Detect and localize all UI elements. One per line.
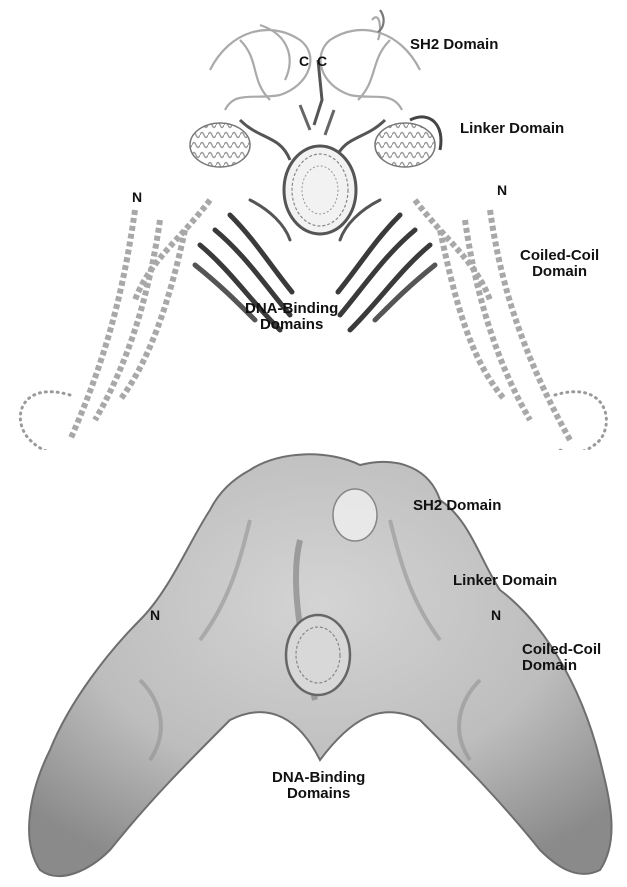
label-c-terminus-left: C xyxy=(299,53,309,69)
label-coiled-coil-bottom-line1: Coiled-Coil xyxy=(522,642,601,658)
label-n-terminus-right-top: N xyxy=(497,182,507,198)
label-n-terminus-right-bottom: N xyxy=(491,607,501,623)
label-coiled-coil-top: Coiled-Coil Domain xyxy=(520,248,599,280)
label-dna-binding-line2: Domains xyxy=(245,317,338,333)
label-n-terminus-left-top: N xyxy=(132,189,142,205)
label-dna-binding-bottom-line2: Domains xyxy=(272,786,365,802)
label-c-terminus-right: C xyxy=(317,53,327,69)
label-coiled-coil-line2: Domain xyxy=(520,264,599,280)
label-dna-binding-bottom-line1: DNA-Binding xyxy=(272,770,365,786)
label-dna-binding-bottom: DNA-Binding Domains xyxy=(272,770,365,802)
label-coiled-coil-line1: Coiled-Coil xyxy=(520,248,599,264)
label-linker-domain-top: Linker Domain xyxy=(460,121,564,137)
label-sh2-domain-top: SH2 Domain xyxy=(410,37,498,53)
label-n-terminus-left-bottom: N xyxy=(150,607,160,623)
dna-ribbon xyxy=(284,146,356,234)
ribbon-model-panel xyxy=(0,0,627,450)
label-linker-domain-bottom: Linker Domain xyxy=(453,573,557,589)
label-coiled-coil-bottom-line2: Domain xyxy=(522,658,601,674)
label-dna-binding-line1: DNA-Binding xyxy=(245,301,338,317)
label-dna-binding-top: DNA-Binding Domains xyxy=(245,301,338,333)
label-coiled-coil-bottom: Coiled-Coil Domain xyxy=(522,642,601,674)
sh2-domain-ribbon xyxy=(210,10,420,135)
label-sh2-domain-bottom: SH2 Domain xyxy=(413,498,501,514)
dna-surface-view xyxy=(286,615,350,695)
